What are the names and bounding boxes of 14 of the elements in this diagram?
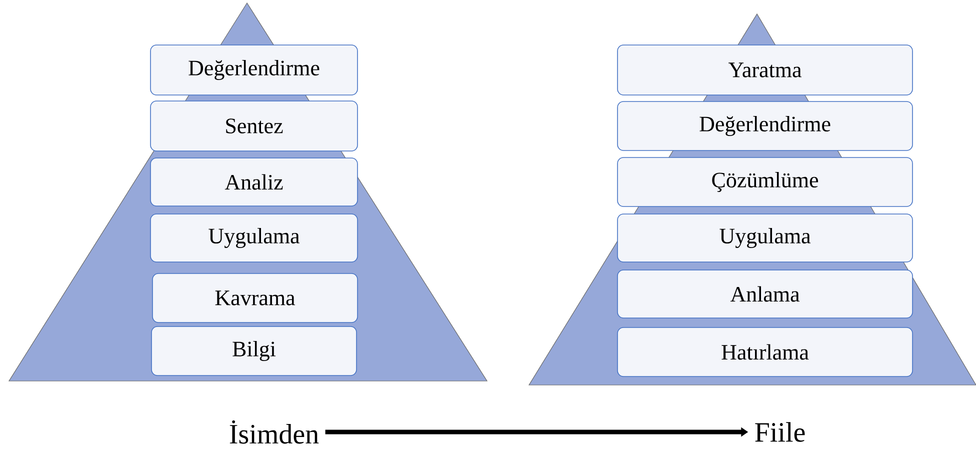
level-box: Uygulama	[617, 214, 913, 262]
level-box: Sentez	[150, 100, 358, 152]
level-box: Hatırlama	[617, 327, 913, 377]
label-text: Fiile	[755, 422, 805, 442]
level-box: Bilgi	[151, 326, 357, 376]
level-box: Değerlendirme	[150, 44, 358, 96]
level-box: Analiz	[150, 158, 358, 206]
level-box: Uygulama	[150, 214, 358, 262]
level-box: Anlama	[617, 270, 913, 318]
level-box: Yaratma	[617, 44, 913, 96]
level-box: Çözümlüme	[617, 157, 913, 207]
level-box: Kavrama	[152, 273, 358, 323]
level-box: Değerlendirme	[617, 101, 913, 151]
label-text: İsimden	[230, 420, 319, 444]
